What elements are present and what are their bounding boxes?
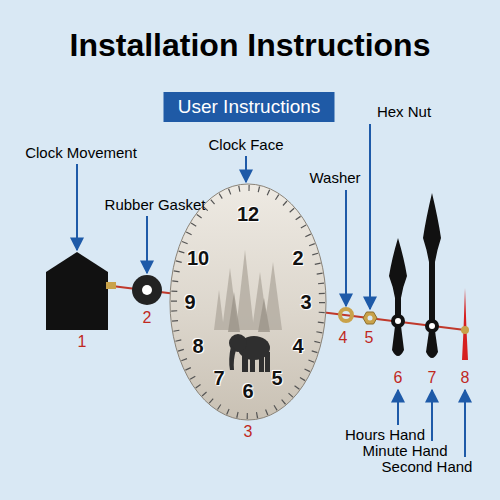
movement-shaft bbox=[106, 282, 116, 289]
minute-ticks bbox=[174, 188, 322, 416]
callout-number: 5 bbox=[365, 329, 374, 347]
callout-number: 7 bbox=[428, 369, 437, 387]
part-label: Hours Hand bbox=[345, 426, 425, 443]
clock-numeral: 10 bbox=[187, 247, 209, 270]
banner-text: User Instructions bbox=[178, 96, 321, 118]
clock-movement bbox=[46, 252, 108, 330]
callout-number: 6 bbox=[394, 369, 403, 387]
callout-number: 3 bbox=[244, 423, 253, 441]
clock-numeral: 7 bbox=[213, 367, 224, 390]
callout-number: 1 bbox=[78, 333, 87, 351]
hex-nut bbox=[363, 312, 377, 324]
clock-numeral: 3 bbox=[300, 291, 311, 314]
clock-numeral: 2 bbox=[292, 247, 303, 270]
clock-numeral: 5 bbox=[271, 367, 282, 390]
clock-numeral: 12 bbox=[237, 203, 259, 226]
part-label: Clock Face bbox=[208, 136, 283, 153]
clock-face bbox=[170, 184, 326, 420]
part-label: Clock Movement bbox=[25, 144, 137, 161]
part-label: Rubber Gasket bbox=[105, 196, 206, 213]
callout-number: 8 bbox=[461, 369, 470, 387]
elephant-silhouette bbox=[229, 334, 270, 372]
callout-number: 2 bbox=[143, 309, 152, 327]
clock-numeral: 9 bbox=[184, 291, 195, 314]
rubber-gasket bbox=[132, 275, 162, 305]
clock-numeral: 8 bbox=[192, 335, 203, 358]
minute-hand bbox=[423, 193, 441, 358]
washer bbox=[340, 309, 352, 321]
clock-numeral: 6 bbox=[242, 380, 253, 403]
part-label: Hex Nut bbox=[377, 103, 431, 120]
leader-arrows bbox=[77, 124, 465, 457]
instruction-banner: User Instructions bbox=[164, 92, 335, 122]
clock-numeral: 4 bbox=[292, 335, 303, 358]
page-title: Installation Instructions bbox=[70, 27, 431, 64]
part-label: Second Hand bbox=[382, 458, 473, 475]
part-label: Washer bbox=[309, 169, 360, 186]
callout-number: 4 bbox=[339, 329, 348, 347]
forest-trees bbox=[214, 250, 282, 330]
part-label: Minute Hand bbox=[362, 442, 447, 459]
second-hand bbox=[462, 288, 468, 360]
hour-hand bbox=[389, 238, 407, 356]
